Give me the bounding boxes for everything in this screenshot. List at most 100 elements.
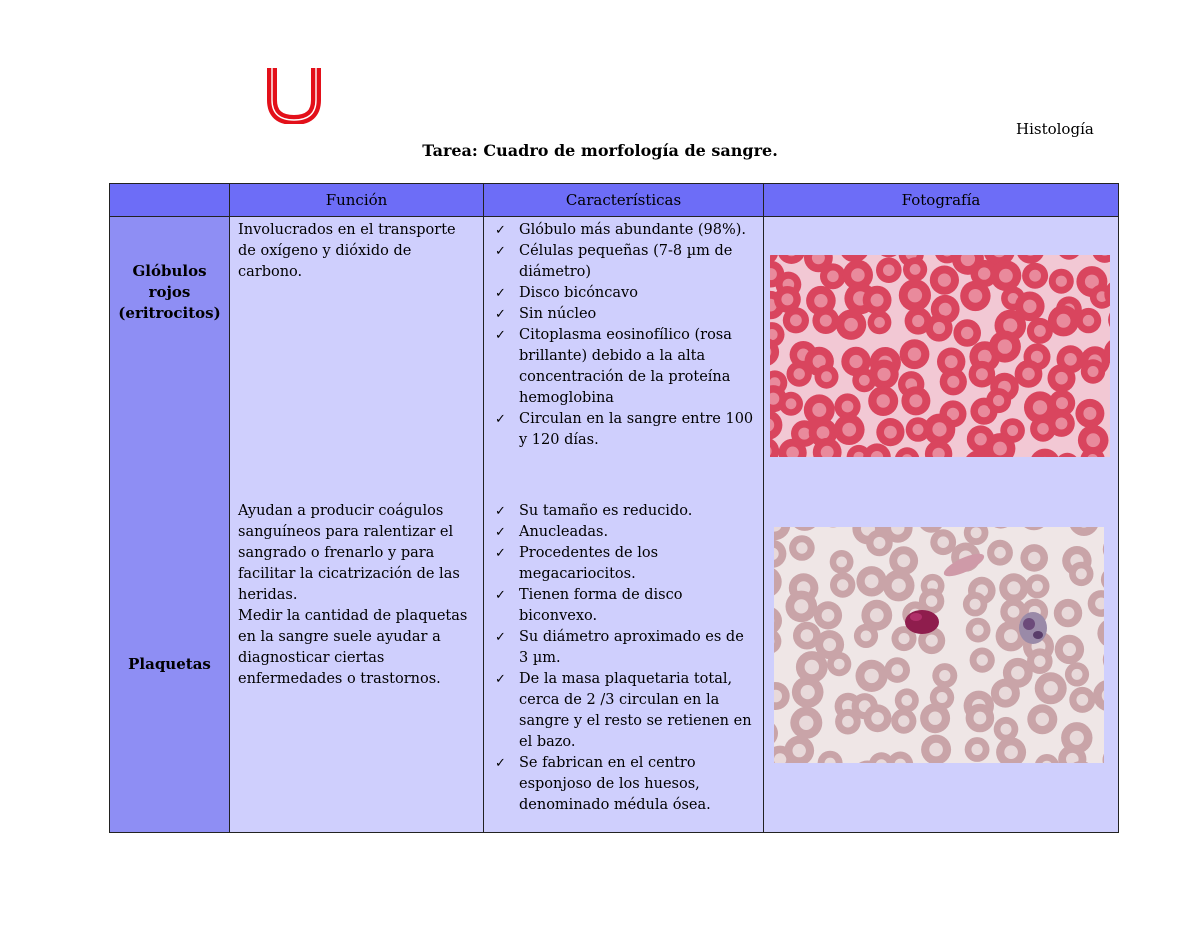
cell-center-shape bbox=[912, 314, 925, 328]
cell-center-shape bbox=[1081, 526, 1087, 528]
cell-center-shape bbox=[1011, 665, 1025, 679]
cell-center-shape bbox=[1069, 730, 1084, 745]
cell-shape bbox=[829, 526, 837, 527]
cell-shape bbox=[1059, 255, 1079, 260]
cell-center-shape bbox=[1083, 406, 1097, 420]
list-item: Su tamaño es reducido. bbox=[495, 501, 755, 522]
cell-center-shape bbox=[944, 355, 958, 369]
cell-center-shape bbox=[912, 424, 924, 435]
cell-center-shape bbox=[770, 329, 778, 341]
cell-center-shape bbox=[836, 556, 847, 567]
cell-shape bbox=[1073, 760, 1089, 763]
cell-center-shape bbox=[800, 628, 814, 642]
cell-center-shape bbox=[1075, 567, 1087, 579]
cell-center-shape bbox=[821, 371, 832, 383]
cell-center-shape bbox=[1055, 275, 1067, 287]
foto-plaquetas bbox=[763, 496, 1119, 833]
list-item: Se fabrican en el centro esponjoso de lo… bbox=[495, 753, 755, 816]
cell-center-shape bbox=[819, 314, 832, 327]
cell-center-shape bbox=[961, 326, 974, 340]
cell-shape bbox=[1108, 312, 1110, 328]
cell-shape bbox=[774, 607, 782, 634]
cell-center-shape bbox=[928, 711, 942, 725]
cell-center-shape bbox=[898, 632, 910, 644]
cell-center-shape bbox=[844, 317, 858, 332]
cell-center-shape bbox=[1029, 269, 1041, 282]
funcion-globulos-rojos: Involucrados en el transporte de oxígeno… bbox=[229, 216, 484, 497]
cell-center-shape bbox=[1004, 628, 1018, 643]
cell-center-shape bbox=[977, 405, 991, 418]
cell-center-shape bbox=[821, 608, 835, 622]
cell-center-shape bbox=[812, 402, 827, 417]
cell-shape bbox=[863, 443, 891, 457]
funcion-plaquetas: Ayudan a producir coágulos sanguíneos pa… bbox=[229, 496, 484, 833]
cell-center-shape bbox=[770, 255, 771, 256]
cell-center-shape bbox=[938, 302, 952, 316]
cell-center-shape bbox=[827, 270, 839, 283]
cell-center-shape bbox=[974, 433, 987, 446]
cell-center-shape bbox=[891, 578, 906, 593]
cell-center-shape bbox=[877, 367, 891, 381]
cell-center-shape bbox=[970, 526, 982, 538]
cell-center-shape bbox=[816, 426, 830, 439]
cell-shape bbox=[774, 539, 787, 568]
cell-shape bbox=[1104, 340, 1110, 364]
cell-center-shape bbox=[871, 711, 884, 725]
cell-center-shape bbox=[1034, 655, 1046, 667]
red-blood-cells-photo bbox=[770, 255, 1110, 457]
header-funcion: Función bbox=[229, 183, 484, 217]
cell-center-shape bbox=[1101, 689, 1104, 701]
cell-shape bbox=[1100, 570, 1104, 588]
cell-center-shape bbox=[1061, 606, 1075, 619]
cell-center-shape bbox=[1042, 760, 1052, 763]
cell-center-shape bbox=[993, 395, 1005, 407]
cell-shape bbox=[895, 447, 920, 457]
cell-center-shape bbox=[978, 267, 991, 280]
cell-center-shape bbox=[814, 294, 828, 308]
cell-center-shape bbox=[804, 659, 819, 674]
university-logo-icon bbox=[267, 68, 321, 124]
cell-center-shape bbox=[932, 422, 947, 437]
cell-center-shape bbox=[971, 743, 983, 755]
cell-center-shape bbox=[994, 255, 1005, 258]
cell-center-shape bbox=[1066, 752, 1079, 763]
cell-shape bbox=[1035, 753, 1059, 763]
cell-center-shape bbox=[796, 541, 808, 554]
cell-center-shape bbox=[901, 694, 913, 706]
cell-center-shape bbox=[902, 454, 912, 457]
cell-center-shape bbox=[1064, 353, 1077, 366]
cell-center-shape bbox=[939, 669, 951, 681]
cell-center-shape bbox=[929, 742, 943, 756]
cell-center-shape bbox=[800, 684, 815, 699]
list-item: Circulan en la sangre entre 100 y 120 dí… bbox=[495, 409, 755, 451]
cell-shape bbox=[868, 751, 894, 763]
cell-shape bbox=[794, 526, 816, 531]
cell-center-shape bbox=[1027, 255, 1034, 256]
cell-center-shape bbox=[1056, 397, 1068, 410]
cell-center-shape bbox=[870, 293, 884, 307]
cell-center-shape bbox=[1084, 274, 1099, 289]
cell-center-shape bbox=[837, 578, 849, 591]
cell-center-shape bbox=[960, 255, 976, 267]
cell-center-shape bbox=[932, 321, 946, 335]
cell-center-shape bbox=[1003, 318, 1018, 333]
cell-center-shape bbox=[851, 268, 865, 282]
cell-center-shape bbox=[927, 579, 938, 591]
header-fotografia: Fotografía bbox=[763, 183, 1119, 217]
cell-center-shape bbox=[1082, 314, 1095, 327]
cell-shape bbox=[1031, 448, 1059, 457]
cell-center-shape bbox=[842, 715, 854, 727]
cell-center-shape bbox=[842, 422, 857, 437]
cell-center-shape bbox=[1101, 255, 1108, 256]
cell-shape bbox=[778, 255, 805, 264]
cell-center-shape bbox=[1023, 299, 1037, 313]
cell-center-shape bbox=[785, 398, 797, 410]
cell-center-shape bbox=[823, 637, 837, 651]
cell-shape bbox=[1102, 653, 1104, 666]
cell-center-shape bbox=[1056, 313, 1071, 328]
cell-center-shape bbox=[820, 445, 834, 457]
check-list: Glóbulo más abundante (98%). Células peq… bbox=[492, 220, 755, 451]
cell-center-shape bbox=[1076, 693, 1089, 706]
cell-center-shape bbox=[790, 314, 802, 327]
cell-center-shape bbox=[1031, 580, 1043, 592]
